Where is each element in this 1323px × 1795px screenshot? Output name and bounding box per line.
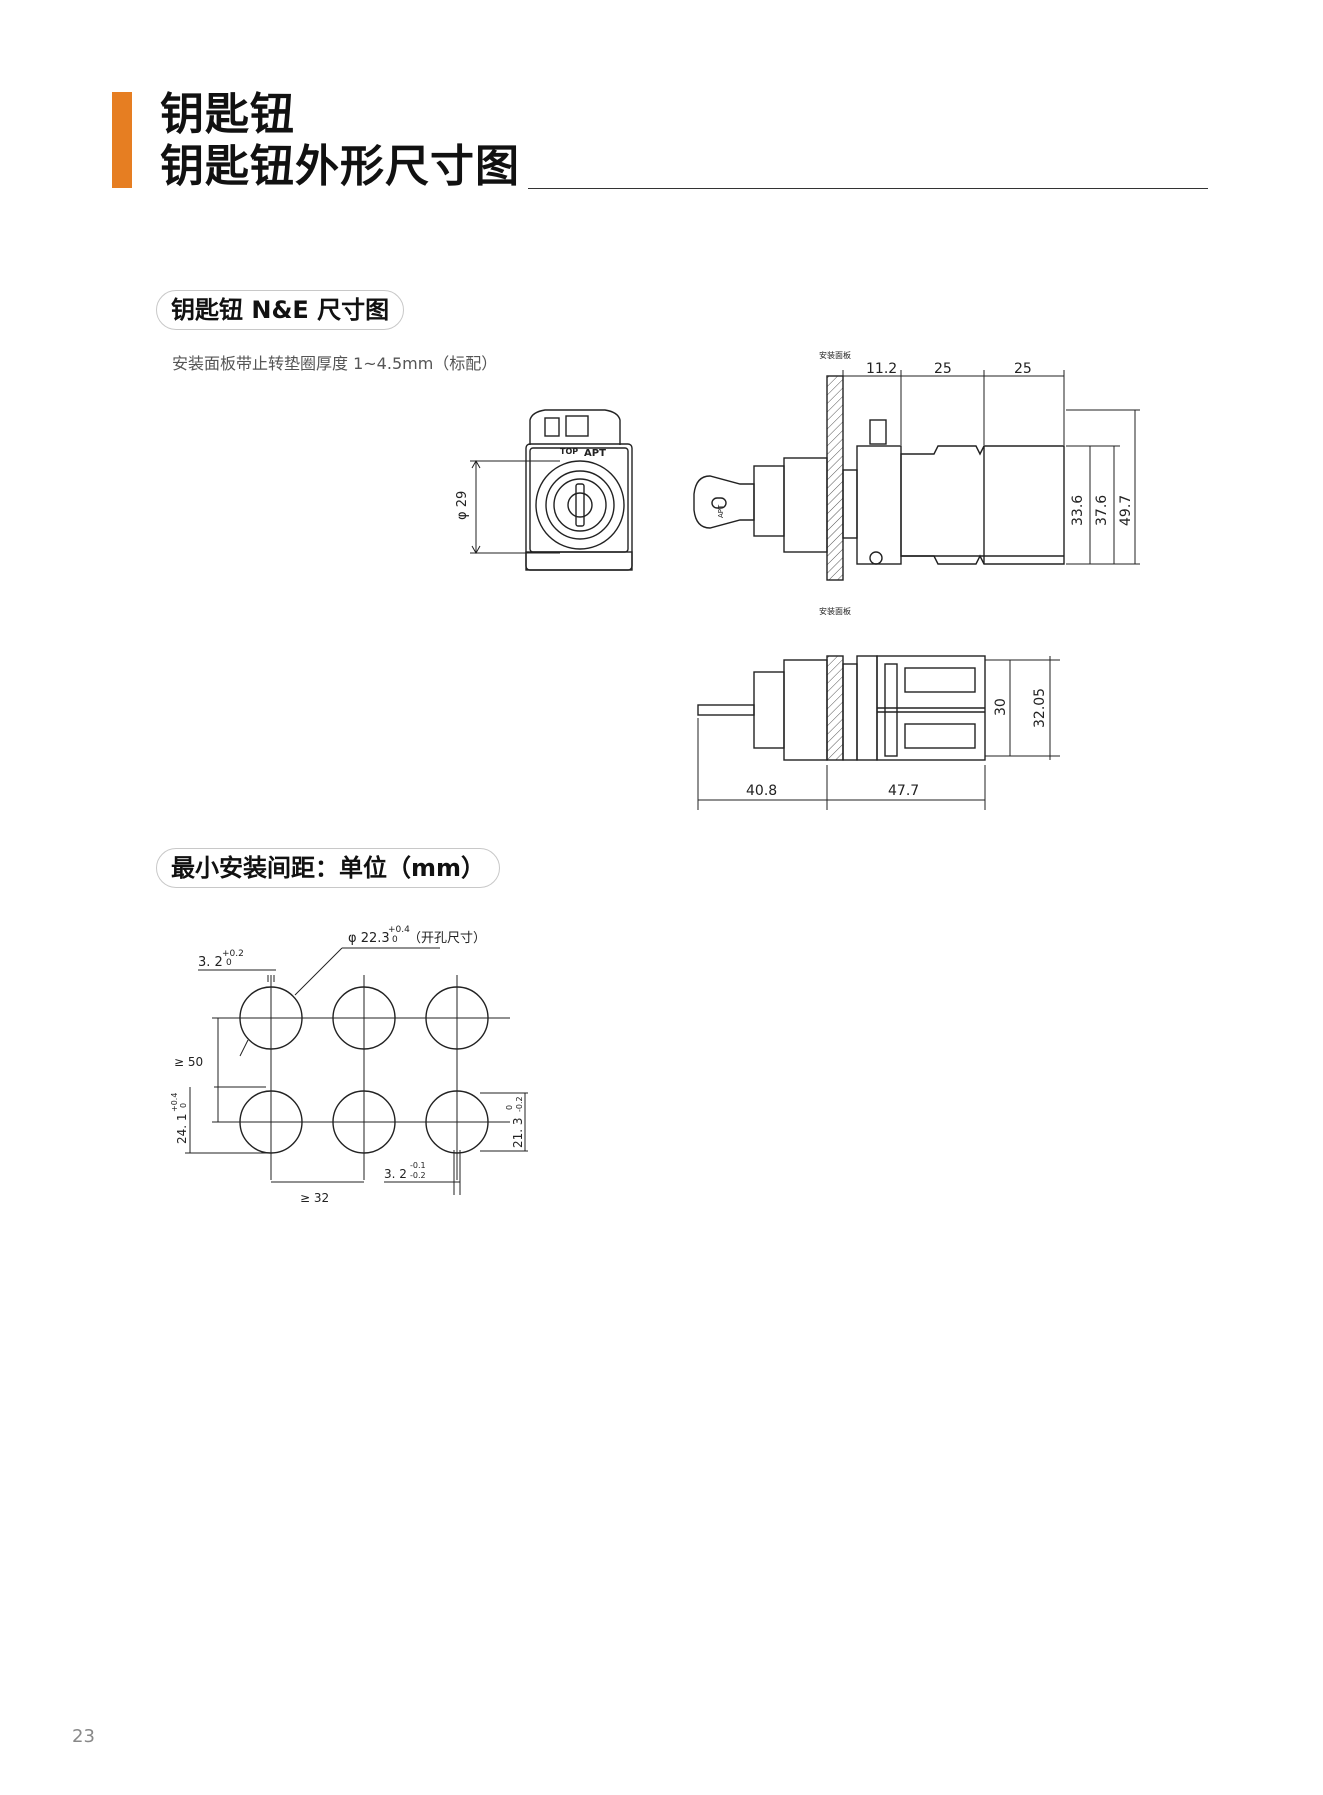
panel-label-bottom: 安装面板 bbox=[819, 606, 851, 616]
bottom-notch-tol-upper: -0.1 bbox=[410, 1161, 426, 1170]
hole-diameter-label: φ 22.3 bbox=[348, 931, 390, 946]
page-number: 23 bbox=[72, 1726, 95, 1747]
dim-47-7: 47.7 bbox=[888, 783, 919, 799]
hole-tol-lower: 0 bbox=[392, 935, 398, 945]
hole-dimension-lines bbox=[185, 947, 528, 1195]
hole-tol-upper: +0.4 bbox=[388, 925, 410, 935]
top-view bbox=[697, 655, 986, 761]
vertical-spacing-label: ≥ 50 bbox=[174, 1055, 203, 1069]
flat-tol-lower: -0.2 bbox=[515, 1096, 524, 1112]
bottom-notch-label: 3. 2 bbox=[384, 1167, 407, 1181]
key-top-label: TOP bbox=[560, 447, 578, 456]
hole-note: （开孔尺寸） bbox=[408, 931, 486, 946]
title-accent-bar bbox=[112, 92, 132, 188]
notch-width-label: 3. 2 bbox=[198, 955, 223, 970]
dim-25-b: 25 bbox=[1014, 361, 1032, 377]
dim-37-6: 37.6 bbox=[1094, 495, 1110, 526]
dim-25-a: 25 bbox=[934, 361, 952, 377]
key-brand-label: APT bbox=[584, 448, 606, 459]
dim-30: 30 bbox=[993, 698, 1009, 716]
notch-depth-tol-lower: 0 bbox=[179, 1103, 188, 1108]
dim-49-7: 49.7 bbox=[1118, 495, 1134, 526]
dim-32-05: 32.05 bbox=[1032, 688, 1048, 728]
section-heading-spacing: 最小安装间距：单位（mm） bbox=[156, 848, 501, 888]
notch-depth-tol-upper: +0.4 bbox=[170, 1093, 179, 1112]
panel-label-top: 安装面板 bbox=[819, 350, 851, 360]
horizontal-spacing-label: ≥ 32 bbox=[300, 1191, 329, 1205]
notch-depth-label: 24. 1 bbox=[175, 1113, 189, 1144]
dim-40-8: 40.8 bbox=[746, 783, 777, 799]
section-heading-dimensions: 钥匙钮 N&E 尺寸图 bbox=[156, 290, 405, 330]
notch-tol-upper: +0.2 bbox=[222, 949, 244, 959]
page-subtitle: 钥匙钮外形尺寸图 bbox=[160, 141, 520, 192]
flat-dim-label: 21. 3 bbox=[511, 1117, 525, 1148]
dim-11-2: 11.2 bbox=[866, 361, 897, 377]
page-title: 钥匙钮 bbox=[160, 89, 295, 140]
front-view bbox=[470, 409, 633, 571]
front-diameter-label: φ 29 bbox=[455, 491, 470, 520]
flat-tol-upper: 0 bbox=[505, 1105, 514, 1110]
side-view bbox=[693, 375, 1065, 581]
side-view-dimension-lines bbox=[842, 370, 1140, 565]
title-rule bbox=[528, 188, 1208, 189]
top-view-dimension-lines bbox=[697, 656, 1060, 810]
panel-thickness-note: 安装面板带止转垫圈厚度 1~4.5mm（标配） bbox=[172, 354, 498, 373]
bottom-notch-tol-lower: -0.2 bbox=[410, 1171, 426, 1180]
notch-tol-lower: 0 bbox=[226, 958, 232, 968]
dim-33-6: 33.6 bbox=[1070, 495, 1086, 526]
key-tag-label: APT bbox=[717, 504, 725, 518]
